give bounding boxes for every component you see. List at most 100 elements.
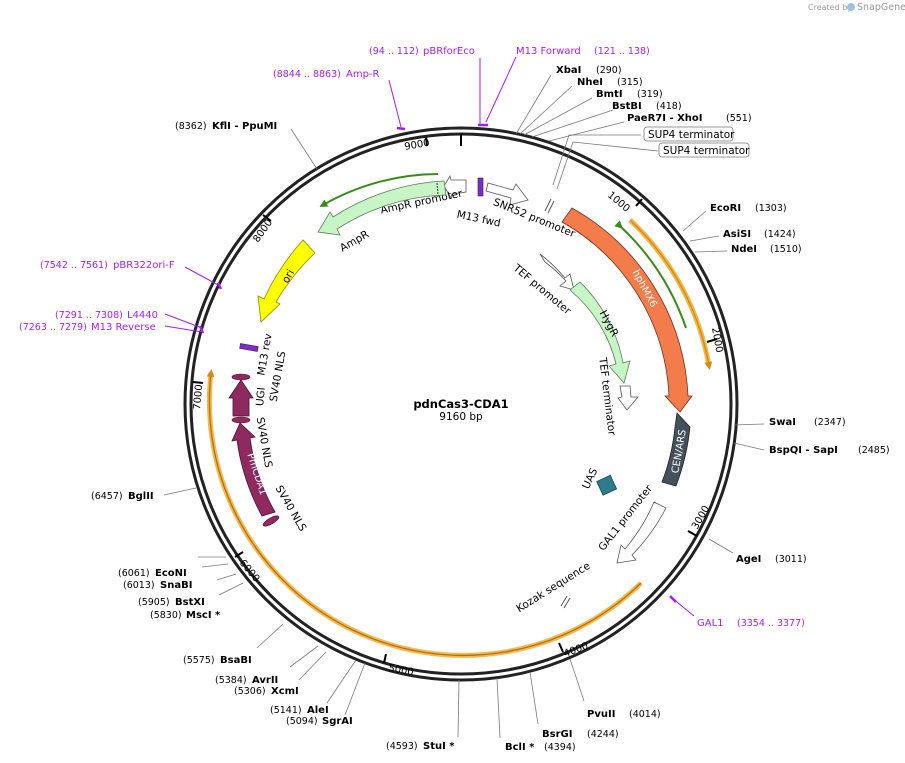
site-pvuii-pos: (4014) — [629, 709, 661, 720]
tef-promoter-feature[interactable] — [539, 253, 575, 291]
site-bglii-name: BglII — [128, 491, 154, 502]
gal1-promoter-feature[interactable] — [616, 501, 667, 564]
m13-fwd-feature[interactable] — [477, 177, 484, 197]
site-paer7i-xhoi-name: PaeR7I - XhoI — [627, 113, 703, 124]
site-bstxi-pos: (5905) — [138, 597, 170, 608]
uas-feature[interactable] — [596, 474, 618, 496]
sup4-terminator-label-2: SUP4 terminator — [663, 145, 750, 157]
plasmid-size: 9160 bp — [439, 411, 483, 423]
site-avrii-pos: (5384) — [215, 675, 247, 686]
site-bsrgi-name: BsrGI — [542, 729, 572, 740]
primer-m13-reverse-name[interactable]: M13 Reverse — [91, 322, 156, 333]
site-pvuii-name: PvuII — [587, 709, 615, 720]
tef-terminator-feature[interactable] — [617, 385, 639, 411]
site-bmti-name: BmtI — [596, 89, 623, 100]
ori-label: ori — [280, 268, 297, 286]
site-nhei-name: NheI — [577, 77, 603, 88]
site-bcli-name: BclI * — [505, 742, 535, 753]
sup4-terminator-box-1 — [643, 126, 734, 142]
site-msci-pos: (5830) — [150, 610, 182, 621]
ampr-promoter-feature[interactable] — [443, 174, 467, 200]
cds-outer-glow — [206, 372, 643, 658]
sv40-nls-1-label: SV40 NLS — [268, 350, 289, 403]
m13-rev-feature[interactable] — [239, 343, 259, 352]
primer-pbrforeco-name[interactable]: pBRforEco — [423, 46, 475, 57]
hphmx6-orf-outer — [629, 219, 713, 370]
m13-rev-label: M13 rev — [255, 332, 274, 376]
site-xcmi-pos: (5306) — [234, 686, 266, 697]
site-asisi-pos: (1424) — [764, 229, 796, 240]
primer-l4440-name[interactable]: L4440 — [127, 310, 158, 321]
ampr-orf-line — [319, 173, 439, 207]
tick-label-7000: 7000 — [192, 384, 205, 410]
snapgene-logo-icon — [847, 3, 855, 11]
site-swai-pos: (2347) — [814, 417, 846, 428]
tick-label-9000: 9000 — [404, 138, 431, 153]
primer-gal1-pos: (3354 .. 3377) — [737, 618, 805, 629]
site-swai-name: SwaI — [769, 417, 796, 428]
site-bsrgi-pos: (4244) — [587, 729, 619, 740]
sv40-nls-2-feature[interactable] — [231, 416, 251, 424]
site-msci-name: MscI * — [186, 610, 221, 621]
snr52-promoter-feature[interactable] — [485, 182, 529, 206]
primer-m13-forward-name[interactable]: M13 Forward — [516, 46, 581, 57]
site-asisi-name: AsiSI — [723, 229, 751, 240]
tick-label-4000: 4000 — [562, 641, 590, 660]
site-alei-pos: (5141) — [270, 705, 302, 716]
pmcda1-feature[interactable] — [231, 422, 276, 517]
uas-label: UAS — [580, 466, 600, 491]
credit-prefix: Created by — [808, 3, 852, 12]
tef-promoter-label: TEF promoter — [510, 262, 574, 318]
primer-pbrforeco-pos: (94 .. 112) — [369, 46, 419, 57]
site-snabi-pos: (6013) — [123, 580, 155, 591]
site-leaders — [163, 74, 765, 739]
site-alei-name: AleI — [307, 705, 329, 716]
hygr-feature[interactable] — [569, 281, 631, 384]
ugi-label: UGI — [254, 387, 268, 407]
site-bsabi-pos: (5575) — [183, 655, 215, 666]
site-nhei-pos: (315) — [617, 77, 643, 88]
site-stui-pos: (4593) — [386, 741, 418, 752]
primer-amp-r-name[interactable]: Amp-R — [346, 69, 380, 80]
site-xcmi-name: XcmI — [271, 686, 299, 697]
sup4-terminator-feature[interactable] — [544, 198, 555, 214]
sv40-nls-3-label: SV40 NLS — [273, 483, 309, 533]
ampr-label: AmpR — [338, 228, 371, 254]
tick-label-5000: 5000 — [387, 663, 414, 678]
ampr-dashed-mark — [436, 182, 439, 196]
site-xbai-pos: (290) — [596, 65, 622, 76]
site-kfli-ppumi-name: KflI - PpuMI — [212, 121, 277, 132]
site-bcli-pos: (4394) — [544, 742, 576, 753]
sv40-nls-1-feature[interactable] — [231, 373, 251, 381]
site-bspqi-sapi-name: BspQI - SapI — [769, 445, 838, 456]
primer-gal1-name[interactable]: GAL1 — [697, 618, 724, 629]
site-agei-name: AgeI — [736, 554, 761, 565]
cds-outer-line — [206, 369, 642, 657]
kozak-feature[interactable] — [560, 595, 571, 609]
sup4-terminator-box-2 — [658, 142, 750, 158]
site-sgrai-pos: (5094) — [286, 716, 318, 727]
cen-ars-feature[interactable] — [661, 412, 691, 487]
site-paer7i-xhoi-pos: (551) — [726, 113, 752, 124]
kozak-label: Kozak sequence — [514, 560, 592, 615]
site-agei-pos: (3011) — [775, 554, 807, 565]
primer-amp-r-pos: (8844 .. 8863) — [273, 69, 341, 80]
site-bglii-pos: (6457) — [91, 491, 123, 502]
ampr-feature[interactable] — [317, 180, 447, 236]
site-ndei-name: NdeI — [731, 244, 757, 255]
site-bspqi-sapi-pos: (2485) — [858, 445, 890, 456]
plasmid-name: pdnCas3-CDA1 — [413, 397, 508, 411]
site-sgrai-name: SgrAI — [322, 716, 353, 727]
site-ecori-name: EcoRI — [710, 203, 741, 214]
site-avrii-name: AvrII — [252, 675, 278, 686]
site-stui-name: StuI * — [423, 741, 455, 752]
ugi-feature[interactable] — [228, 379, 254, 417]
site-bstbi-pos: (418) — [656, 101, 682, 112]
primer-pbr322ori-f-name[interactable]: pBR322ori-F — [113, 260, 175, 271]
site-xbai-name: XbaI — [556, 65, 581, 76]
site-ndei-pos: (1510) — [770, 244, 802, 255]
sv40-nls-3-feature[interactable] — [262, 514, 281, 528]
ori-feature[interactable] — [257, 239, 316, 323]
hphmx6-feature[interactable] — [561, 207, 693, 413]
